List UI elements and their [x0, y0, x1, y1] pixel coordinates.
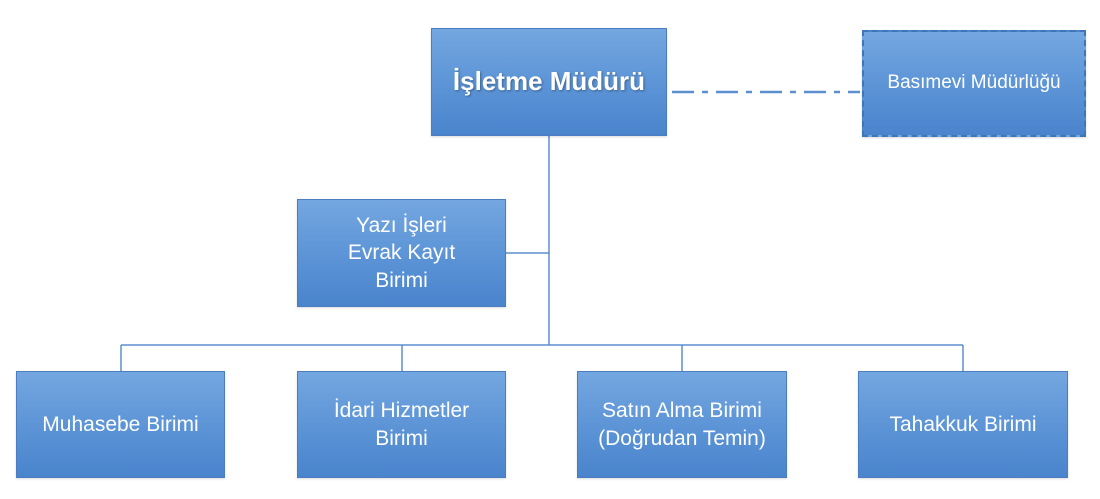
satin-alma-box: Satın Alma Birimi (Doğrudan Temin) — [577, 371, 787, 478]
tahakkuk-birimi-label: Tahakkuk Birimi — [889, 412, 1037, 436]
isletme-muduru-box: İşletme Müdürü — [431, 28, 667, 136]
basimevi-mudurlugu-label: Basımevi Müdürlüğü — [887, 72, 1061, 94]
tahakkuk-birimi-box: Tahakkuk Birimi — [858, 371, 1068, 478]
idari-hizmetler-box: İdari Hizmetler Birimi — [297, 371, 506, 478]
yazi-isleri-box: Yazı İşleri Evrak Kayıt Birimi — [297, 199, 506, 307]
muhasebe-birimi-box: Muhasebe Birimi — [16, 371, 225, 478]
satin-alma-label: Satın Alma Birimi (Doğrudan Temin) — [598, 399, 766, 450]
idari-hizmetler-label: İdari Hizmetler Birimi — [333, 399, 470, 450]
isletme-muduru-label: İşletme Müdürü — [452, 66, 646, 97]
basimevi-mudurlugu-box: Basımevi Müdürlüğü — [862, 30, 1086, 137]
muhasebe-birimi-label: Muhasebe Birimi — [42, 412, 199, 436]
yazi-isleri-label: Yazı İşleri Evrak Kayıt Birimi — [347, 214, 456, 292]
